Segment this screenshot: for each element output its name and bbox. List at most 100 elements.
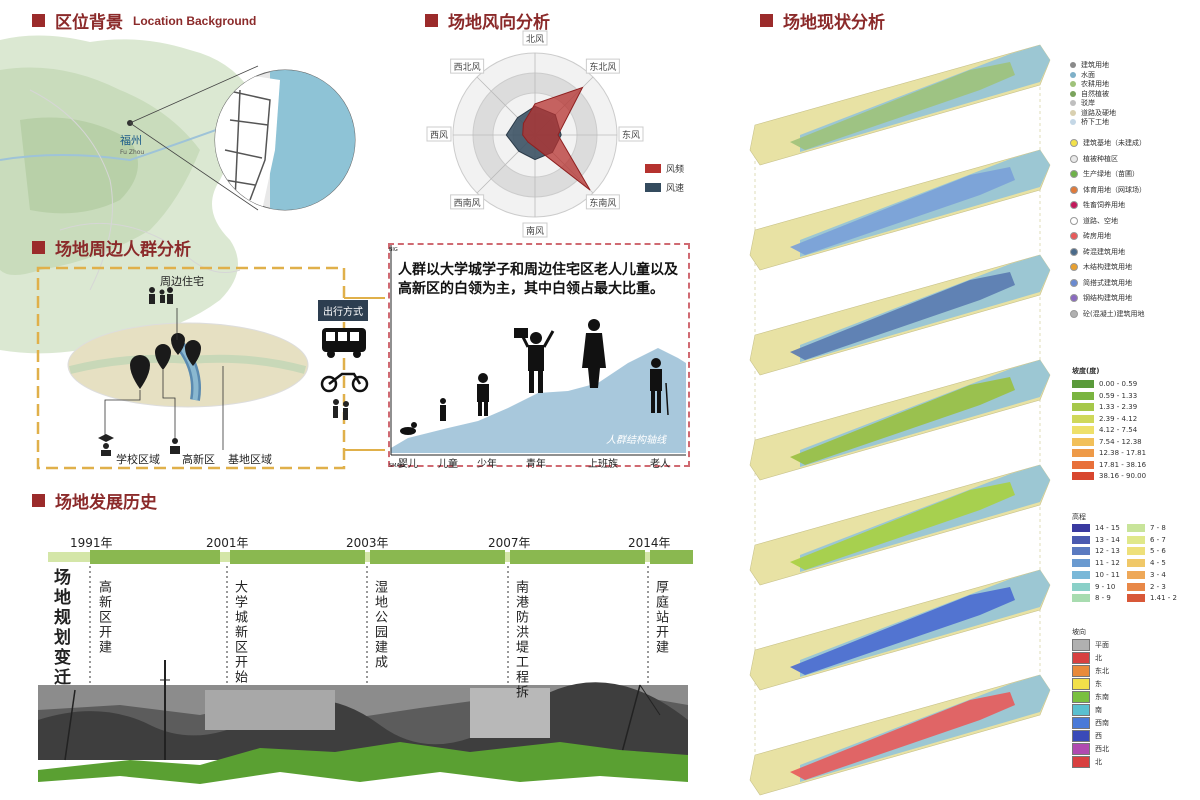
legend-label: 砼(混凝土)建筑用地 [1083, 309, 1145, 318]
location-title: 区位背景 Location Background [32, 8, 256, 33]
crowd-description: 人群以大学城学子和周边住宅区老人儿童以及高新区的白领为主，其中白领占最大比重。 [398, 262, 678, 297]
legend-swatch [1072, 652, 1090, 664]
legend-swatch [1127, 559, 1145, 568]
legend-dot [1070, 278, 1078, 287]
layer-stack-diagram [749, 44, 1051, 796]
legend-swatch [1072, 414, 1094, 423]
slope-legend-item: 0.59 - 1.33 [1072, 391, 1138, 400]
legend-label: 东南 [1095, 693, 1109, 701]
legend-label: 11 - 12 [1095, 559, 1120, 568]
group-label-worker: 上班族 [588, 457, 618, 470]
aspect-legend-title: 坡向 [1072, 628, 1086, 636]
title-marker [32, 14, 45, 27]
legend-swatch [1072, 472, 1094, 480]
legend-dot [1070, 216, 1078, 225]
legend-swatch [1072, 426, 1094, 434]
legend-label: 3 - 4 [1150, 570, 1166, 579]
site-layer-1 [749, 44, 1051, 166]
legend-label: 12.38 - 17.81 [1099, 449, 1147, 457]
site-layer-4 [749, 359, 1051, 481]
legend-label: 东 [1095, 680, 1102, 688]
legend-label: 农耕用地 [1081, 80, 1109, 88]
elevation-legend-item: 3 - 4 [1127, 570, 1166, 579]
legend-swatch [1127, 570, 1145, 579]
landuse-legend-item: 水面 [1070, 70, 1095, 80]
legend-label: 道路、空地 [1083, 216, 1118, 225]
worker-icon [170, 438, 180, 454]
elevation-legend-item: 13 - 14 [1072, 535, 1120, 544]
legend-dot [1070, 263, 1078, 271]
year-2003: 2003年 [346, 536, 389, 550]
legend-dot [1070, 81, 1076, 87]
legend-label: 0.59 - 1.33 [1099, 391, 1138, 400]
child-icon [440, 398, 446, 421]
elevation-legend-item: 4 - 5 [1127, 559, 1166, 568]
ground-band [38, 742, 688, 784]
elevation-legend-item: 14 - 15 [1072, 524, 1120, 532]
legend-dot [1070, 309, 1078, 318]
legend-label: 生产绿地（苗圃） [1083, 170, 1139, 178]
legend-swatch [1072, 535, 1090, 544]
legend-label: 驳岸 [1081, 99, 1095, 107]
direction-label: 西南风 [454, 197, 481, 209]
aspect-legend-item: 西 [1072, 730, 1102, 742]
aspect-legend-item: 西南 [1072, 717, 1109, 729]
pin-school-icon [130, 355, 150, 389]
axis-small: SMALL [389, 463, 406, 469]
event-text-2007: 南港防洪堤工程拆 [513, 580, 528, 700]
legend-label: 4.12 - 7.54 [1099, 426, 1138, 434]
legend-label: 7.54 - 12.38 [1099, 437, 1142, 446]
aspect-legend-item: 平面 [1072, 639, 1109, 651]
legend-swatch [1072, 730, 1090, 742]
legend-label: 砖混建筑用地 [1083, 247, 1125, 256]
direction-label: 东南风 [589, 197, 616, 209]
legend-swatch [1127, 547, 1145, 556]
legend-swatch [1072, 691, 1090, 703]
legend-label: 38.16 - 90.00 [1099, 472, 1147, 480]
elev-legend-title: 高程 [1072, 513, 1086, 521]
building-legend-item: 建筑基地（未建成） [1070, 138, 1146, 148]
elevation-legend-item: 8 - 9 [1072, 594, 1111, 603]
direction-label: 西北风 [454, 62, 481, 73]
legend-swatch [1072, 704, 1090, 716]
legend-label: 南 [1095, 706, 1102, 714]
crowd-title-text: 场地周边人群分析 [55, 240, 191, 260]
legend-swatch [1072, 559, 1090, 568]
scooter-icon [320, 372, 369, 393]
location-map: 福州 Fu Zhou [0, 35, 356, 354]
legend-label: 砖房用地 [1083, 232, 1111, 240]
legend-swatch [1072, 380, 1094, 388]
building-legend-item: 钢结构建筑用地 [1070, 293, 1132, 303]
legend-dot [1070, 294, 1078, 302]
legend-swatch [1072, 756, 1090, 768]
office-worker-icon [582, 319, 606, 388]
legend-label: 14 - 15 [1095, 524, 1120, 532]
legend-label: 桥下工地 [1081, 118, 1109, 126]
building-legend-item: 砼(混凝土)建筑用地 [1070, 309, 1144, 319]
status-title: 场地现状分析 [760, 8, 885, 33]
history-side-label: 场地规划变迁 [50, 568, 70, 688]
legend-label: 17.81 - 38.16 [1099, 460, 1147, 469]
youth-icon [514, 328, 555, 393]
elevation-legend-item: 11 - 12 [1072, 559, 1120, 568]
legend-swatch [1072, 403, 1094, 411]
legend-swatch [1072, 437, 1094, 446]
group-label-teen: 少年 [477, 457, 497, 470]
location-title-text: 区位背景 [55, 13, 123, 33]
legend-swatch [1127, 582, 1145, 591]
crowd-title: 场地周边人群分析 [32, 235, 191, 260]
legend-label: 4 - 5 [1150, 559, 1166, 568]
legend-swatch [1072, 570, 1090, 579]
building-legend-item: 砖混建筑用地 [1070, 247, 1125, 257]
direction-label: 北风 [526, 34, 544, 45]
slope-legend-item: 7.54 - 12.38 [1072, 437, 1142, 446]
legend-label: 道路及硬地 [1081, 108, 1116, 117]
group-label-infant: 婴儿 [398, 458, 418, 470]
slope-legend-item: 38.16 - 90.00 [1072, 472, 1146, 480]
travel-mode-label: 出行方式 [318, 300, 368, 321]
building-legend-item: 木结构建筑用地 [1070, 262, 1132, 272]
legend-label: 13 - 14 [1095, 535, 1120, 544]
legend-swatch [1127, 535, 1145, 544]
landuse-legend-item: 桥下工地 [1070, 117, 1109, 127]
